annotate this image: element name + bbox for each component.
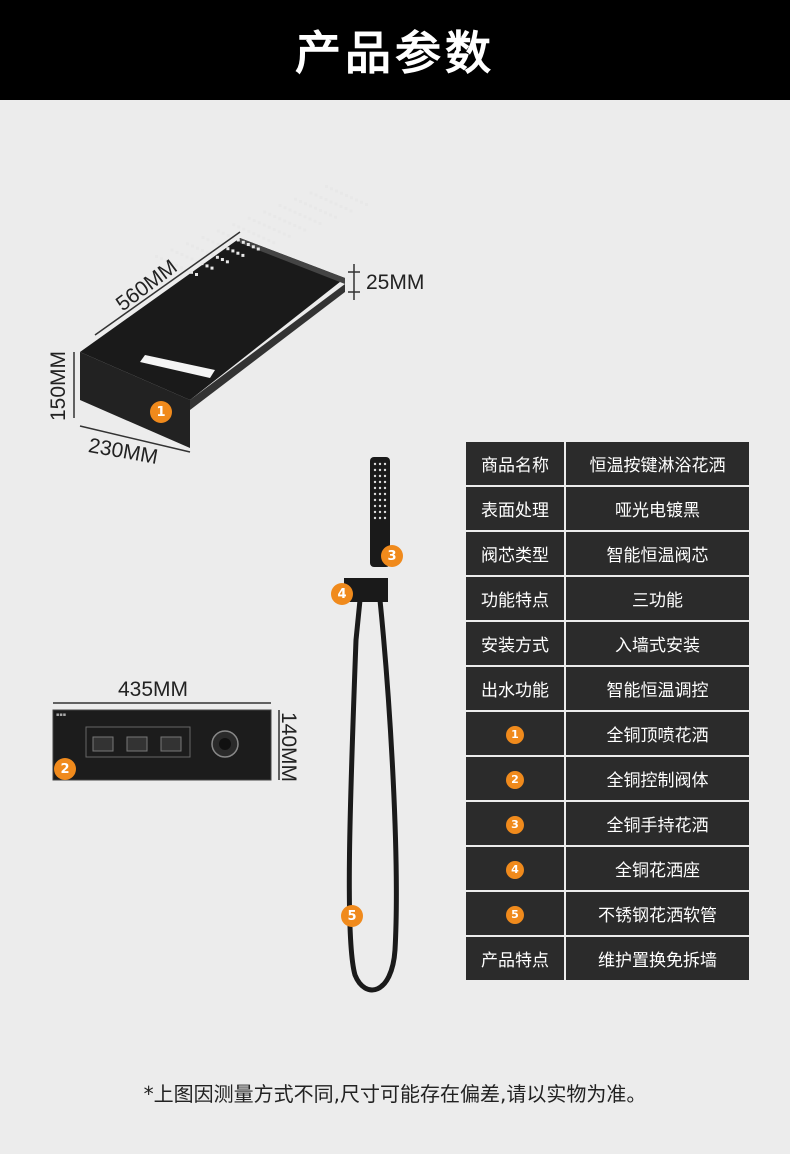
badge-5: 5	[341, 905, 363, 927]
svg-text:▪▪▪: ▪▪▪	[56, 712, 66, 718]
spec-row: 2 全铜控制阀体	[464, 755, 751, 802]
spec-number-badge: 2	[506, 770, 524, 789]
spec-key: 5	[464, 890, 566, 937]
spec-key: 3	[464, 800, 566, 847]
spec-value: 全铜手持花洒	[564, 800, 751, 847]
badge-2: 2	[54, 758, 76, 780]
spec-value: 不锈钢花洒软管	[564, 890, 751, 937]
badge-1: 1	[150, 401, 172, 423]
spec-key: 出水功能	[464, 665, 566, 712]
spec-key: 功能特点	[464, 575, 566, 622]
spec-number-badge: 1	[506, 725, 524, 744]
spec-row: 5 不锈钢花洒软管	[464, 890, 751, 937]
spec-key: 商品名称	[464, 440, 566, 487]
spec-value: 维护置换免拆墙	[564, 935, 751, 982]
disclaimer-note: *上图因测量方式不同,尺寸可能存在偏差,请以实物为准。	[143, 1082, 647, 1106]
spec-row: 3 全铜手持花洒	[464, 800, 751, 847]
spec-number-badge: 4	[506, 860, 524, 879]
spec-value: 恒温按键淋浴花洒	[564, 440, 751, 487]
header-bar: 产品参数	[0, 0, 790, 100]
spec-value: 入墙式安装	[564, 620, 751, 667]
spec-key: 安装方式	[464, 620, 566, 667]
spec-value: 全铜控制阀体	[564, 755, 751, 802]
label-top-thickness: 25MM	[366, 271, 425, 294]
top-shower-head-drawing	[80, 185, 368, 448]
spec-key: 1	[464, 710, 566, 757]
label-top-height: 150MM	[47, 350, 71, 422]
spec-key: 产品特点	[464, 935, 566, 982]
spec-table: 商品名称恒温按键淋浴花洒表面处理哑光电镀黑阀芯类型智能恒温阀芯功能特点三功能安装…	[464, 440, 751, 982]
spec-value: 智能恒温阀芯	[564, 530, 751, 577]
badge-4: 4	[331, 583, 353, 605]
label-control-width: 435MM	[118, 678, 189, 701]
spec-value: 哑光电镀黑	[564, 485, 751, 532]
spec-row: 阀芯类型智能恒温阀芯	[464, 530, 751, 577]
spec-row: 4 全铜花洒座	[464, 845, 751, 892]
spec-value: 全铜花洒座	[564, 845, 751, 892]
spec-row: 商品名称恒温按键淋浴花洒	[464, 440, 751, 487]
spec-row: 功能特点三功能	[464, 575, 751, 622]
spec-number-badge: 3	[506, 815, 524, 834]
spec-value: 三功能	[564, 575, 751, 622]
control-panel-drawing: ▪▪▪	[52, 709, 272, 781]
spec-row: 出水功能智能恒温调控	[464, 665, 751, 712]
spec-number-badge: 5	[506, 905, 524, 924]
dimension-lines-control	[53, 702, 280, 780]
spec-key: 表面处理	[464, 485, 566, 532]
spec-value: 全铜顶喷花洒	[564, 710, 751, 757]
label-control-height: 140MM	[277, 711, 301, 783]
page-title: 产品参数	[295, 26, 495, 80]
spec-row: 安装方式入墙式安装	[464, 620, 751, 667]
spec-row: 产品特点维护置换免拆墙	[464, 935, 751, 982]
spec-row: 1 全铜顶喷花洒	[464, 710, 751, 757]
dimension-lines-top	[73, 231, 360, 453]
badge-3: 3	[381, 545, 403, 567]
spec-key: 2	[464, 755, 566, 802]
spec-value: 智能恒温调控	[564, 665, 751, 712]
spec-row: 表面处理哑光电镀黑	[464, 485, 751, 532]
spec-key: 阀芯类型	[464, 530, 566, 577]
spec-key: 4	[464, 845, 566, 892]
